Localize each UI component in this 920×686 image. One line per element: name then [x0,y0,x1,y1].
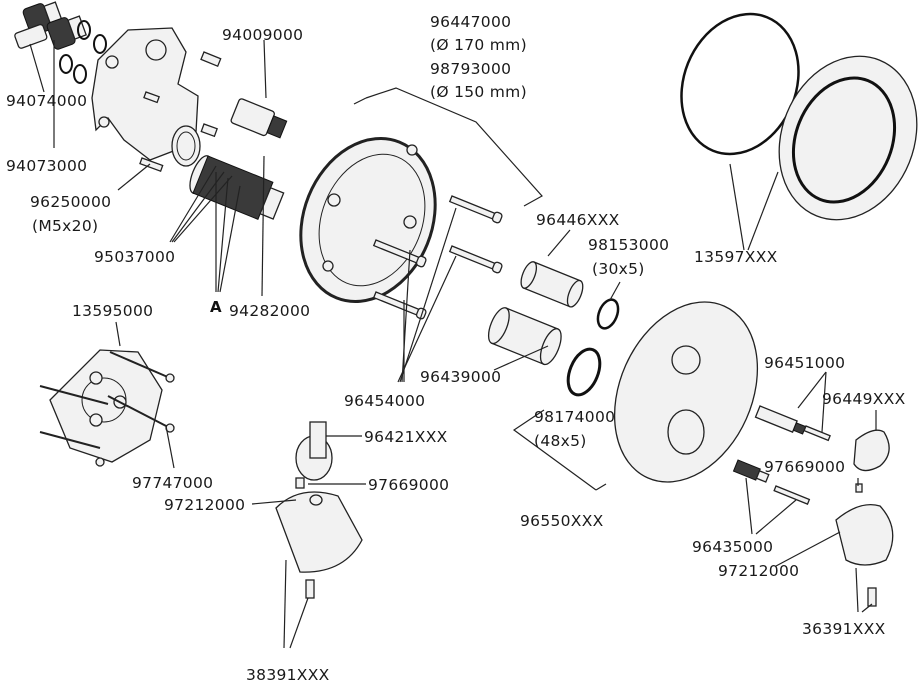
label-96447000-size: (Ø 170 mm) [430,36,527,54]
label-98153000: 98153000 [588,236,669,254]
handles-group [275,405,894,607]
cartridge-parts-group [14,1,288,220]
label-96449xxx: 96449XXX [822,390,906,408]
sleeves-group [487,261,620,397]
label-98793000: 98793000 [430,60,511,78]
label-96454000: 96454000 [344,392,425,410]
label-96250000: 96250000 [30,193,111,211]
rosette-group [680,12,918,221]
label-97212000-left: 97212000 [164,496,245,514]
label-a-marker: A [210,298,222,316]
label-96447000: 96447000 [430,13,511,31]
label-94282000: 94282000 [229,302,310,320]
label-98174000-size: (48x5) [534,432,587,450]
label-96550xxx: 96550XXX [520,512,604,530]
installation-box-group [39,349,175,467]
label-96435000: 96435000 [692,538,773,556]
label-13597xxx: 13597XXX [694,248,778,266]
label-94009000: 94009000 [222,26,303,44]
label-98153000-size: (30x5) [592,260,645,278]
label-98174000: 98174000 [534,408,615,426]
label-97669000-left: 97669000 [368,476,449,494]
label-94074000: 94074000 [6,92,87,110]
label-13595000: 13595000 [72,302,153,320]
plaster-shield-group [299,137,437,303]
part-labels: 94074000 94073000 96250000 (M5x20) 95037… [6,13,906,684]
label-98793000-size: (Ø 150 mm) [430,83,527,101]
label-96446xxx: 96446XXX [536,211,620,229]
label-95037000: 95037000 [94,248,175,266]
label-97747000: 97747000 [132,474,213,492]
label-97212000-right: 97212000 [718,562,799,580]
label-96421xxx: 96421XXX [364,428,448,446]
label-36391xxx: 36391XXX [802,620,886,638]
long-screws-group [372,195,503,320]
label-97669000-right: 97669000 [764,458,845,476]
leader-lines [29,39,877,649]
label-96451000: 96451000 [764,354,845,372]
label-94073000: 94073000 [6,157,87,175]
label-96439000: 96439000 [420,368,501,386]
label-96250000-size: (M5x20) [32,217,98,235]
label-38391xxx: 38391XXX [246,666,330,684]
cover-plate-group [613,301,759,483]
